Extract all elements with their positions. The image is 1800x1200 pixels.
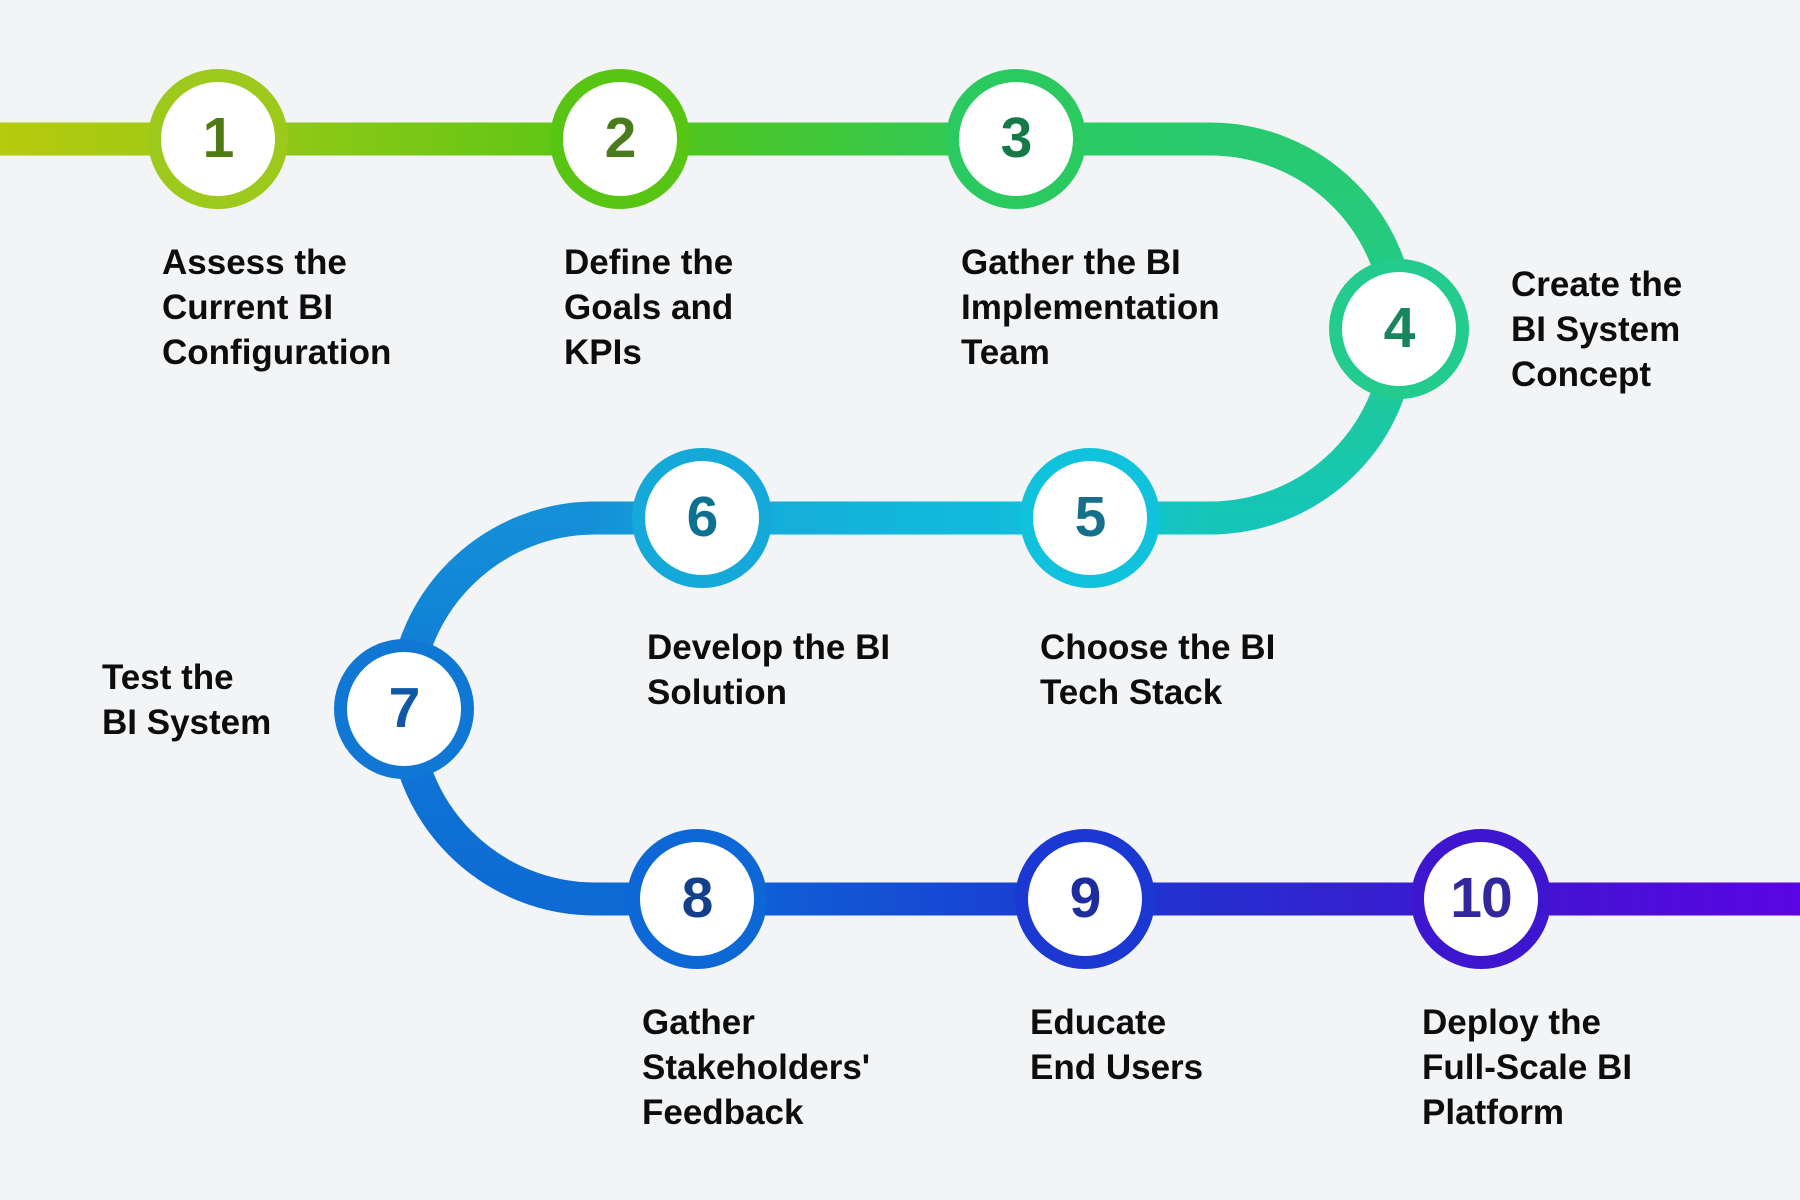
step-label-7: Test the BI System [102,655,271,745]
step-label-10-line-2: Full-Scale BI [1422,1048,1633,1087]
step-label-1-line-1: Assess the [162,243,347,282]
step-label-3-line-2: Implementation [961,288,1220,327]
step-circle-2: 2 [550,69,690,209]
step-number-10: 10 [1450,866,1512,930]
step-label-9-line-1: Educate [1030,1003,1167,1042]
step-label-5: Choose the BI Tech Stack [1040,625,1275,715]
step-number-8: 8 [681,866,714,930]
step-number-4: 4 [1383,296,1416,360]
step-label-2: Define the Goals and KPIs [564,240,733,375]
step-number-6: 6 [686,485,719,549]
step-label-4-line-1: Create the [1511,265,1683,304]
step-number-1: 1 [202,106,235,170]
step-label-10-line-3: Platform [1422,1093,1564,1132]
step-label-9-line-2: End Users [1030,1048,1204,1087]
step-circle-9: 9 [1015,829,1155,969]
step-label-9: Educate End Users [1030,1000,1203,1090]
step-label-7-line-2: BI System [102,703,272,742]
step-number-3: 3 [1000,106,1033,170]
step-label-8-line-1: Gather [642,1003,755,1042]
step-label-5-line-1: Choose the BI [1040,628,1276,667]
step-label-8: Gather Stakeholders' Feedback [642,1000,870,1135]
step-label-7-line-1: Test the [102,658,234,697]
step-label-3-line-3: Team [961,333,1050,372]
step-number-7: 7 [388,676,421,740]
step-circle-8: 8 [627,829,767,969]
step-label-8-line-2: Stakeholders' [642,1048,871,1087]
step-label-2-line-1: Define the [564,243,734,282]
step-label-1-line-3: Configuration [162,333,392,372]
step-label-6-line-2: Solution [647,673,787,712]
step-label-4: Create the BI System Concept [1511,262,1682,397]
step-label-5-line-2: Tech Stack [1040,673,1223,712]
step-circle-10: 10 [1411,829,1551,969]
step-circle-4: 4 [1329,259,1469,399]
step-circle-6: 6 [632,448,772,588]
step-number-2: 2 [604,106,637,170]
step-label-6: Develop the BI Solution [647,625,890,715]
step-circle-7: 7 [334,639,474,779]
step-label-6-line-1: Develop the BI [647,628,891,667]
step-number-9: 9 [1069,866,1102,930]
step-circle-3: 3 [946,69,1086,209]
step-circle-5: 5 [1020,448,1160,588]
step-label-4-line-3: Concept [1511,355,1651,394]
step-circle-1: 1 [148,69,288,209]
step-label-8-line-3: Feedback [642,1093,804,1132]
step-label-3: Gather the BI Implementation Team [961,240,1220,375]
step-label-3-line-1: Gather the BI [961,243,1181,282]
step-label-2-line-2: Goals and [564,288,734,327]
step-label-10-line-1: Deploy the [1422,1003,1601,1042]
step-label-1-line-2: Current BI [162,288,334,327]
step-number-5: 5 [1074,485,1107,549]
step-label-2-line-3: KPIs [564,333,642,372]
step-label-4-line-2: BI System [1511,310,1681,349]
step-label-10: Deploy the Full-Scale BI Platform [1422,1000,1632,1135]
step-label-1: Assess the Current BI Configuration [162,240,391,375]
